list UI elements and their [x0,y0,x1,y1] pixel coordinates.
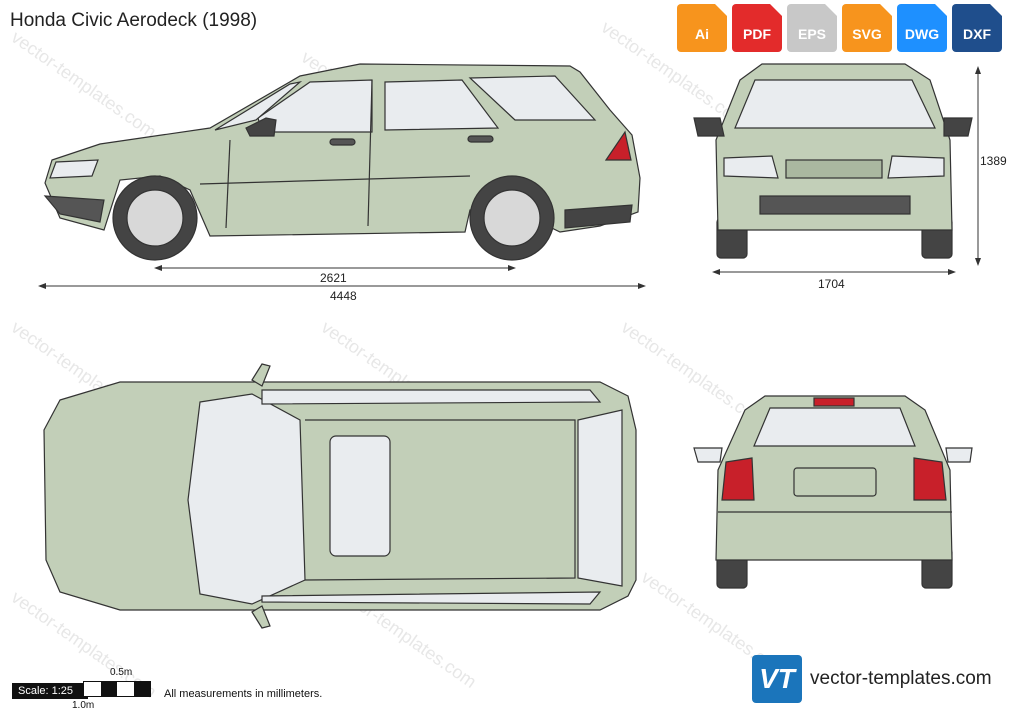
side-head-light [49,159,99,179]
side-door-line [225,139,231,229]
top-right-mirror [251,605,271,629]
brand-link[interactable]: VT vector-templates.com [752,655,992,703]
side-trim-line [199,175,471,185]
measurement-note: All measurements in millimeters. [164,688,323,700]
top-left-mirror [251,363,271,387]
side-front-rim [126,189,184,247]
format-badges: Ai PDF EPS SVG DWG DXF [677,4,1002,52]
top-view [43,363,637,629]
top-windshield [187,393,306,605]
top-rear-window [577,409,623,587]
dwg-format-label: DWG [904,26,940,42]
side-door-handle [467,135,494,143]
front-grille [785,159,883,179]
front-dimensions [712,66,981,275]
rear-right-mirror [945,447,973,463]
wheelbase-value: 2621 [320,271,347,285]
side-door-line [367,79,373,227]
rear-right-taillight [913,457,947,501]
front-air-intake [759,195,911,215]
ai-format-label: Ai [695,26,709,42]
pdf-format-button[interactable]: PDF [732,4,782,52]
rear-plate-area [793,467,877,497]
dxf-format-button[interactable]: DXF [952,4,1002,52]
top-sunroof [329,435,391,557]
height-value: 1389 [980,154,1007,168]
meter-label: 1.0m [72,700,95,711]
brand-site: vector-templates.com [810,668,992,689]
side-front-bumper [43,195,105,223]
side-mirror [245,117,277,137]
front-left-headlight [723,155,779,179]
side-tail-light [604,130,632,161]
svg-format-button[interactable]: SVG [842,4,892,52]
front-left-mirror [693,117,725,137]
eps-format-button[interactable]: EPS [787,4,837,52]
eps-format-label: EPS [797,26,826,42]
side-rear-rim [483,189,541,247]
side-rear-bumper [564,204,633,229]
half-meter-label: 0.5m [110,667,133,678]
rear-brake-light [813,397,855,407]
side-view [43,63,641,261]
side-rear-window [468,75,597,121]
width-value: 1704 [818,277,845,291]
scale-label: Scale: 1:25 [12,683,88,699]
dxf-format-label: DXF [963,26,991,42]
top-side-window-upper [261,389,602,405]
top-side-window-lower [261,591,602,605]
front-right-headlight [887,155,945,179]
rear-left-mirror [693,447,723,463]
watermark-text: vector-templates.com [8,27,160,142]
length-value: 4448 [330,289,357,303]
front-right-mirror [943,117,973,137]
front-windshield [734,79,936,129]
scale-ruler [83,681,151,697]
page-title: Honda Civic Aerodeck (1998) [10,10,258,31]
top-roof [304,419,576,581]
rear-window [753,407,916,447]
svg-format-label: SVG [852,26,882,42]
dwg-format-button[interactable]: DWG [897,4,947,52]
pdf-format-label: PDF [743,26,771,42]
front-view [693,63,973,259]
rear-left-taillight [721,457,755,501]
ai-format-button[interactable]: Ai [677,4,727,52]
rear-view [693,395,973,589]
side-dimensions [38,265,646,289]
side-middle-window [384,79,500,131]
brand-logo: VT [752,655,802,703]
side-windshield [214,80,303,131]
side-door-handle [329,138,356,146]
